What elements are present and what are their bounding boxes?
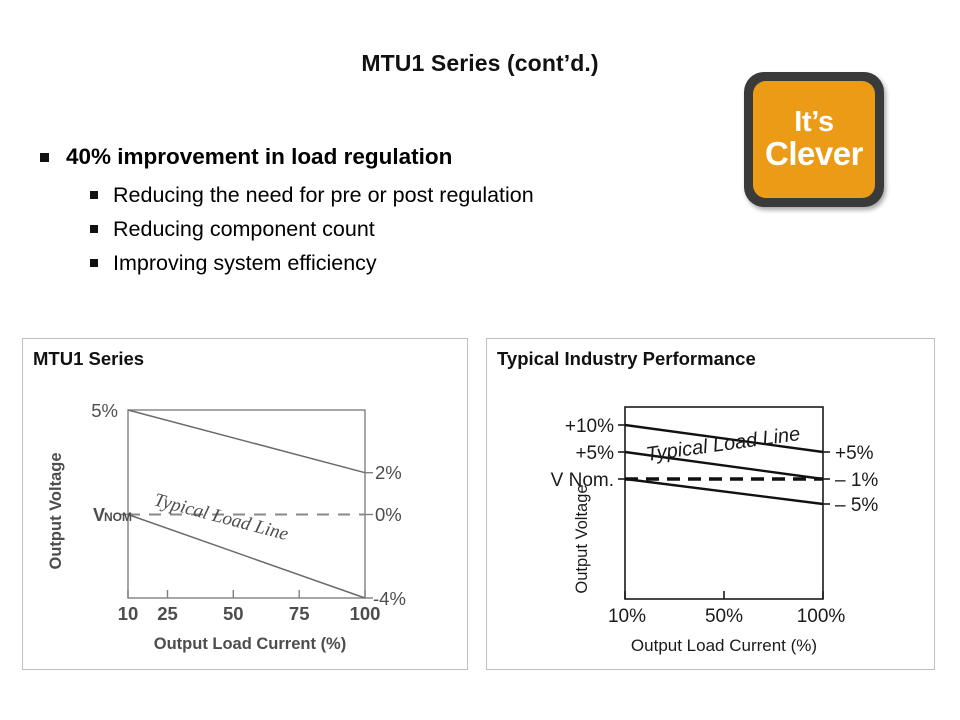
badge-inner: It’s Clever xyxy=(753,81,875,198)
x-tick-labels: 10% 50% 100% xyxy=(608,606,845,627)
x-tick-marks xyxy=(127,590,366,598)
x-tick-label: 75 xyxy=(289,603,310,624)
bullet-square-icon xyxy=(90,259,98,268)
x-tick-label: 100% xyxy=(797,606,846,627)
page-title: MTU1 Series (cont’d.) xyxy=(361,50,599,76)
x-tick-label: 10% xyxy=(608,606,646,627)
vnom-subscript: NOM xyxy=(104,510,132,524)
chart-figure-mtu1-series: Typical Load Line Output Voltage Output … xyxy=(23,339,467,669)
y-left-labels: +10% +5% V Nom. xyxy=(551,416,614,491)
y-right-label: 2% xyxy=(375,462,402,483)
chart-card-typical-industry: Typical Industry Performance xyxy=(486,338,935,670)
series-lower-limit xyxy=(624,477,824,506)
y-axis-label: Output Voltage xyxy=(47,452,65,569)
bullet-list: 40% improvement in load regulation Reduc… xyxy=(40,143,720,283)
chart-card-mtu1-series: MTU1 Series xyxy=(22,338,468,670)
series-lower-limit xyxy=(127,513,366,599)
series-upper-limit xyxy=(127,409,366,474)
bullet-square-icon xyxy=(90,191,98,200)
bullet-square-icon xyxy=(40,153,49,162)
y-right-labels: 2% 0% -4% xyxy=(373,462,406,609)
x-tick-label: 50% xyxy=(705,606,743,627)
bullet-text: Reducing component count xyxy=(113,217,375,242)
chart-svg: Typical Load Line Output Voltage Output … xyxy=(47,400,406,653)
y-right-label: -4% xyxy=(373,588,406,609)
y-left-label: +10% xyxy=(565,416,614,437)
y-right-label: – 5% xyxy=(835,495,878,516)
its-clever-badge: It’s Clever xyxy=(744,72,884,207)
y-right-label: +5% xyxy=(835,443,874,464)
x-axis-label: Output Load Current (%) xyxy=(631,636,817,655)
y-left-tick-marks xyxy=(618,424,625,480)
chart-card-title: MTU1 Series xyxy=(33,348,145,369)
chart-svg: Typical Load Line Output Voltage Output … xyxy=(551,406,878,655)
x-tick-label: 50 xyxy=(223,603,244,624)
x-tick-label: 100 xyxy=(350,603,381,624)
x-axis-label: Output Load Current (%) xyxy=(154,635,346,653)
chart-card-title: Typical Industry Performance xyxy=(497,348,756,369)
vnom-letter: V xyxy=(93,505,105,525)
chart-annotation: Typical Load Line xyxy=(152,490,291,546)
y-left-label: V Nom. xyxy=(551,470,614,491)
series-upper-limit xyxy=(624,423,824,454)
x-tick-label: 25 xyxy=(157,603,178,624)
y-left-label-vnom: V NOM xyxy=(93,505,132,525)
badge-line-1: It’s xyxy=(794,105,834,138)
bullet-item: 40% improvement in load regulation xyxy=(40,143,720,171)
bullet-square-icon xyxy=(90,225,98,234)
y-right-label: 0% xyxy=(375,504,402,525)
bullet-item: Reducing component count xyxy=(90,214,720,245)
bullet-item: Improving system efficiency xyxy=(90,248,720,279)
badge-line-2: Clever xyxy=(765,135,863,173)
y-right-tick-marks xyxy=(823,451,830,505)
bullet-text: 40% improvement in load regulation xyxy=(66,144,453,169)
bullet-text: Reducing the need for pre or post regula… xyxy=(113,183,534,208)
chart-figure-typical-industry: Typical Load Line Output Voltage Output … xyxy=(487,339,934,669)
y-right-labels: +5% – 1% – 5% xyxy=(835,443,878,516)
bullet-text: Improving system efficiency xyxy=(113,251,377,276)
x-tick-marks xyxy=(624,591,824,599)
y-right-tick-marks xyxy=(365,471,373,599)
bullet-item: Reducing the need for pre or post regula… xyxy=(90,180,720,211)
y-right-label: – 1% xyxy=(835,470,878,491)
x-tick-label: 10 xyxy=(118,603,139,624)
chart-annotation: Typical Load Line xyxy=(645,423,802,466)
x-tick-labels: 10 25 50 75 100 xyxy=(118,603,381,624)
series-mid-limit xyxy=(624,450,824,481)
y-left-label: +5% xyxy=(575,443,614,464)
y-axis-label: Output Voltage xyxy=(573,484,591,593)
y-left-label-5pct: 5% xyxy=(91,400,118,421)
plot-frame xyxy=(127,409,366,599)
